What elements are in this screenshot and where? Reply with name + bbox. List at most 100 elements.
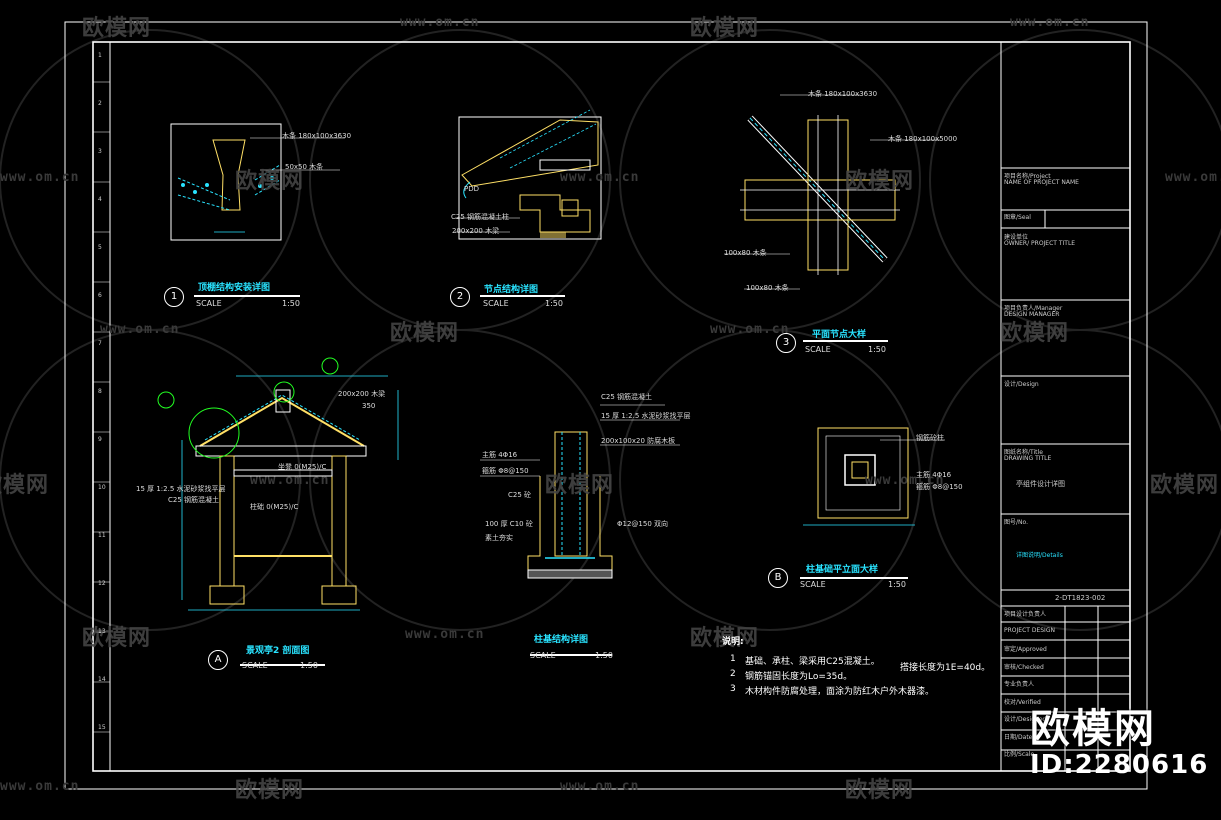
tb-company-label: 建设单位 (1004, 234, 1029, 241)
left-strip-label: 7 (98, 340, 102, 347)
left-strip-label: 8 (98, 388, 102, 395)
note-number: 2 (730, 669, 736, 679)
tb-project-label: 项目名称/Project (1004, 173, 1051, 180)
left-strip-label: 2 (98, 100, 102, 107)
tb-drawing-no-label: 图号/No. (1004, 519, 1028, 526)
viewA-scale: 1:50 (300, 661, 318, 670)
viewC-dim-7: 素土夯实 (485, 534, 513, 542)
tb-company-sub: OWNER/ PROJECT TITLE (1004, 240, 1076, 247)
left-strip-label: 6 (98, 292, 102, 299)
watermark-brand: 欧模网 (390, 321, 460, 346)
watermark-brand: 欧模网 (235, 169, 305, 194)
viewB-dim-2: 箍筋 Φ8@150 (916, 483, 963, 491)
left-strip-label: 15 (98, 724, 106, 731)
watermark-url: www.om.cn (0, 170, 80, 185)
viewC-dim-2: 200x100x20 防腐木板 (601, 437, 676, 445)
viewA-number: A (208, 650, 228, 670)
view1-detail (170, 123, 345, 297)
view3-dim-0: 木条 180x100x3630 (808, 90, 878, 98)
viewC-scale: 1:50 (595, 651, 613, 660)
big-watermark-brand: 欧模网 (1030, 706, 1156, 752)
left-strip-label: 1 (98, 52, 102, 59)
left-strip-label: 10 (98, 484, 106, 491)
viewA-dim-3: C25 钢筋混凝土 (168, 496, 220, 504)
watermark-url: www.om.cn (710, 322, 790, 337)
tb-drawing-title: 亭组件设计详图 (1016, 480, 1065, 488)
tb-owner-label: 项目负责人/Manager (1004, 305, 1063, 312)
watermark-url: www.om.cn (100, 322, 180, 337)
tb-row-label: 项目设计负责人 (1004, 611, 1047, 618)
watermark-url: www.om.cn (0, 779, 80, 794)
view3-scale-label: SCALE (805, 345, 831, 354)
tb-row-label: 比例/Scale (1004, 751, 1035, 758)
watermark-url: www.om.cn (560, 779, 640, 794)
note-number: 3 (730, 684, 736, 694)
viewC-dim-0: C25 钢筋混凝土 (601, 393, 653, 401)
tb-drawing-title-label: 图纸名称/Title (1004, 449, 1043, 456)
view1-dim-0: 木条 180x100x3630 (282, 132, 352, 140)
note-text: 木材构件防腐处理，面涂为防红木户外木器漆。 (745, 687, 935, 697)
watermark-brand: 欧模网 (690, 626, 760, 651)
view1-number: 1 (164, 287, 184, 307)
viewB-scale: 1:50 (888, 580, 906, 589)
watermark-brand: 欧模网 (845, 778, 915, 803)
viewB-dim-0: 钢筋砼柱 (916, 434, 944, 442)
tb-drawing-no: 2-DT1823-002 (1055, 594, 1106, 602)
watermark-url: www.om.cn (1165, 170, 1221, 185)
viewC-dim-1: 15 厚 1:2.5 水泥砂浆找平层 (601, 412, 691, 420)
view1-scale: 1:50 (282, 299, 300, 308)
left-strip-label: 12 (98, 580, 106, 587)
view2-title: 节点结构详图 (484, 285, 539, 295)
note-number: 1 (730, 654, 736, 664)
tb-sheet-label: 详图说明/Details (1016, 552, 1063, 559)
view2-detail (455, 109, 602, 297)
watermark-brand: 欧模网 (82, 16, 152, 41)
note-text: 钢筋锚固长度为Lo=35d。 (745, 672, 853, 682)
watermark-brand: 欧模网 (82, 626, 152, 651)
tb-project-sub: NAME OF PROJECT NAME (1004, 179, 1079, 186)
viewC-dim-3: 主筋 4Φ16 (482, 451, 518, 459)
view1-dim-1: 50x50 木条 (285, 163, 324, 171)
watermark-brand: 欧模网 (690, 16, 760, 41)
viewB-plan (800, 427, 945, 579)
view3-dim-2: 100x80 木条 (724, 249, 767, 257)
view2-dim-2: PDD (464, 185, 480, 193)
watermark-brand: 欧模网 (235, 778, 305, 803)
tb-row-label: 审核/Checked (1004, 663, 1044, 671)
view3-scale: 1:50 (868, 345, 886, 354)
left-strip-label: 14 (98, 676, 106, 683)
view1-title: 顶棚结构安装详图 (198, 283, 271, 293)
tb-row-label: 日期/Date (1004, 733, 1033, 741)
inner-frame (92, 41, 1131, 772)
notes-side: 搭接长度为1E=40d。 (900, 663, 991, 673)
viewC-title: 柱基结构详图 (534, 635, 589, 645)
viewC-foundation (480, 404, 680, 656)
watermark-url: www.om.cn (865, 473, 945, 488)
view3-dim-1: 木条 180x100x5000 (888, 135, 958, 143)
viewB-number: B (768, 568, 788, 588)
left-strip-label: 11 (98, 532, 106, 539)
tb-row-label: PROJECT DESIGN (1004, 626, 1055, 634)
note-text: 基础、承柱、梁采用C25混凝土。 (745, 657, 880, 667)
tb-design-label: 设计/Design (1004, 381, 1039, 388)
viewA-section (157, 357, 399, 666)
watermark-url: www.om.cn (250, 473, 330, 488)
view2-number: 2 (450, 287, 470, 307)
tb-seal-label: 图章/Seal (1004, 214, 1031, 221)
tb-owner-sub: DESIGN MANAGER (1004, 311, 1060, 318)
tb-row-label: 校对/Verified (1004, 698, 1041, 706)
watermark-brand: 欧模网 (1150, 473, 1220, 498)
tb-drawing-title-sub: DRAWING TITLE (1004, 455, 1052, 462)
view2-scale-label: SCALE (483, 299, 509, 308)
left-strip-label: 4 (98, 196, 102, 203)
left-strip-label: 3 (98, 148, 102, 155)
big-watermark-id: ID:2280616 (1030, 750, 1209, 780)
viewC-scale-label: SCALE (530, 651, 556, 660)
viewA-dim-4: 柱础 0(M25)/C (250, 503, 299, 511)
title-block-lines (1000, 42, 1130, 771)
viewA-dim-5: 坐凳 0(M25)/C (278, 463, 327, 471)
watermark-arcs (0, 29, 1221, 631)
watermark-url: www.om.cn (1010, 15, 1090, 30)
viewA-dim-1: 350 (362, 402, 376, 410)
